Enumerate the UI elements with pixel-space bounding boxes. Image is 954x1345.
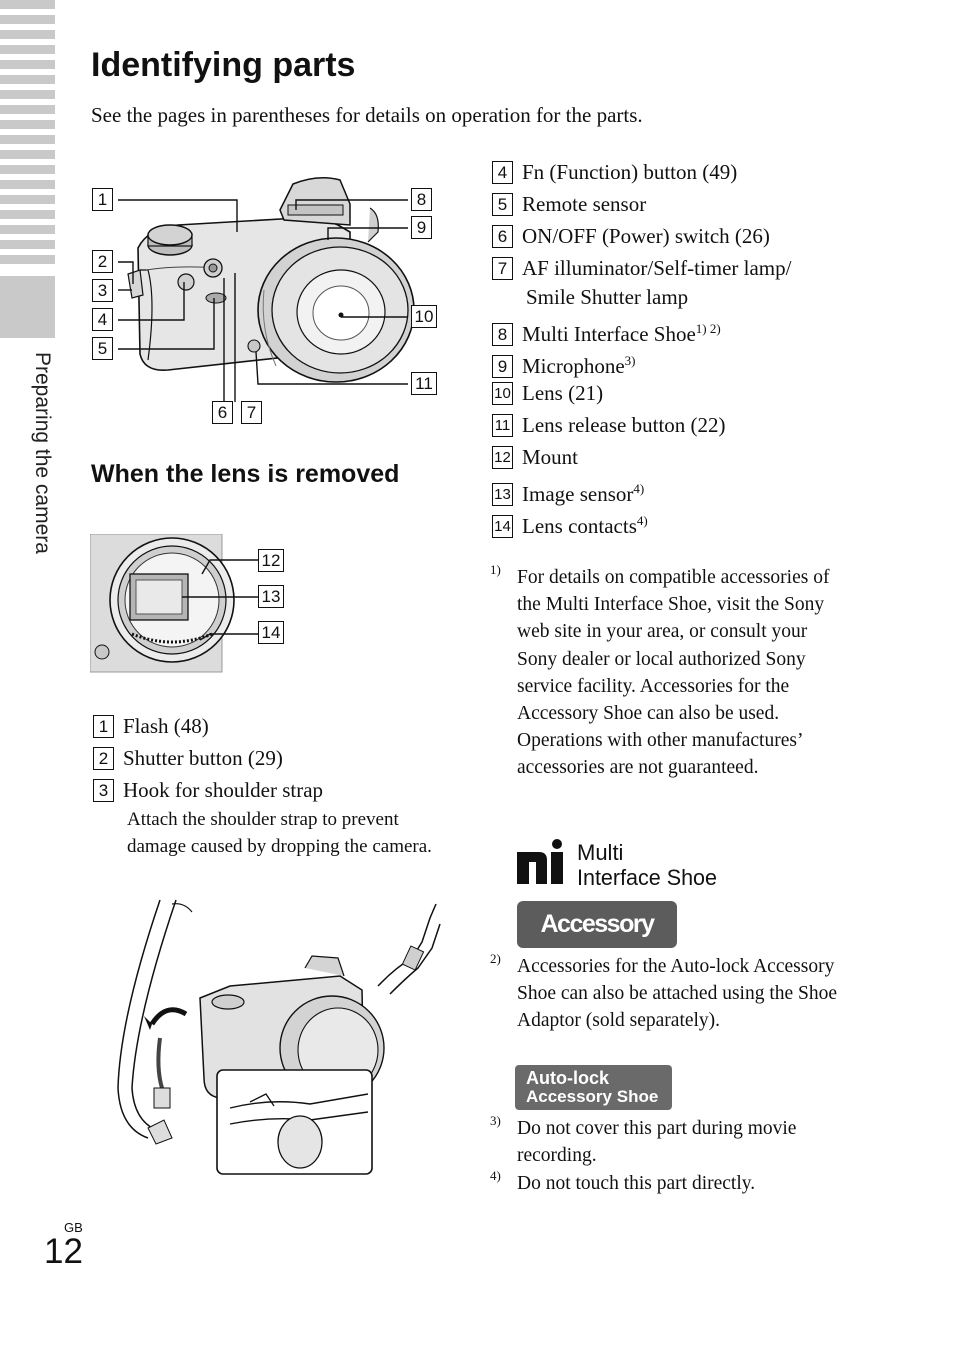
lens-mount-illustration (90, 534, 258, 673)
callout-1: 1 (92, 188, 113, 211)
section-tab-block (0, 276, 55, 338)
callout-7: 7 (241, 401, 262, 424)
strap-note: Attach the shoulder strap to prevent dam… (127, 809, 432, 857)
callout-10: 10 (411, 305, 437, 328)
section-tab-label: Preparing the camera (31, 352, 54, 554)
callout-5: 5 (92, 337, 113, 360)
callout-6: 6 (212, 401, 233, 424)
multi-interface-shoe-logo: Multi Interface Shoe (517, 839, 717, 888)
autolock-logo-line1: Auto-lock (526, 1068, 609, 1088)
callout-13: 13 (258, 585, 284, 608)
callout-9: 9 (411, 216, 432, 239)
page-number: 12 (44, 1232, 83, 1271)
autolock-accessory-shoe-logo: Auto-lock Accessory Shoe (515, 1065, 672, 1110)
footnote-4: 4) Do not touch this part directly. (490, 1168, 756, 1194)
mis-logo-line1: Multi (577, 840, 623, 865)
callout-14: 14 (258, 621, 284, 644)
region-code: GB (64, 1220, 83, 1235)
autolock-logo-line2: Accessory Shoe (526, 1087, 659, 1106)
page-title: Identifying parts (91, 46, 356, 84)
edge-stripes (0, 0, 55, 270)
callout-2: 2 (92, 250, 113, 273)
accessory-shoe-logo: Accessory Shoe (517, 901, 677, 985)
mis-logo-line2: Interface Shoe (577, 865, 717, 888)
footnote-2: 2) Accessories for the Auto-lock Accesso… (490, 951, 838, 1032)
strap-attach-illustration (117, 899, 441, 1175)
footnote-1: 1) For details on compatible accessories… (490, 562, 830, 779)
callout-4: 4 (92, 308, 113, 331)
callout-12: 12 (258, 549, 284, 572)
callout-11: 11 (411, 372, 437, 395)
callout-8: 8 (411, 188, 432, 211)
callout-3: 3 (92, 279, 113, 302)
camera-front-illustration (118, 177, 415, 402)
part-item-continuation: Smile Shutter lamp (526, 285, 689, 309)
section-heading: When the lens is removed (91, 460, 400, 488)
intro-text: See the pages in parentheses for details… (91, 103, 643, 127)
footnote-3: 3) Do not cover this part during movie r… (490, 1113, 797, 1167)
